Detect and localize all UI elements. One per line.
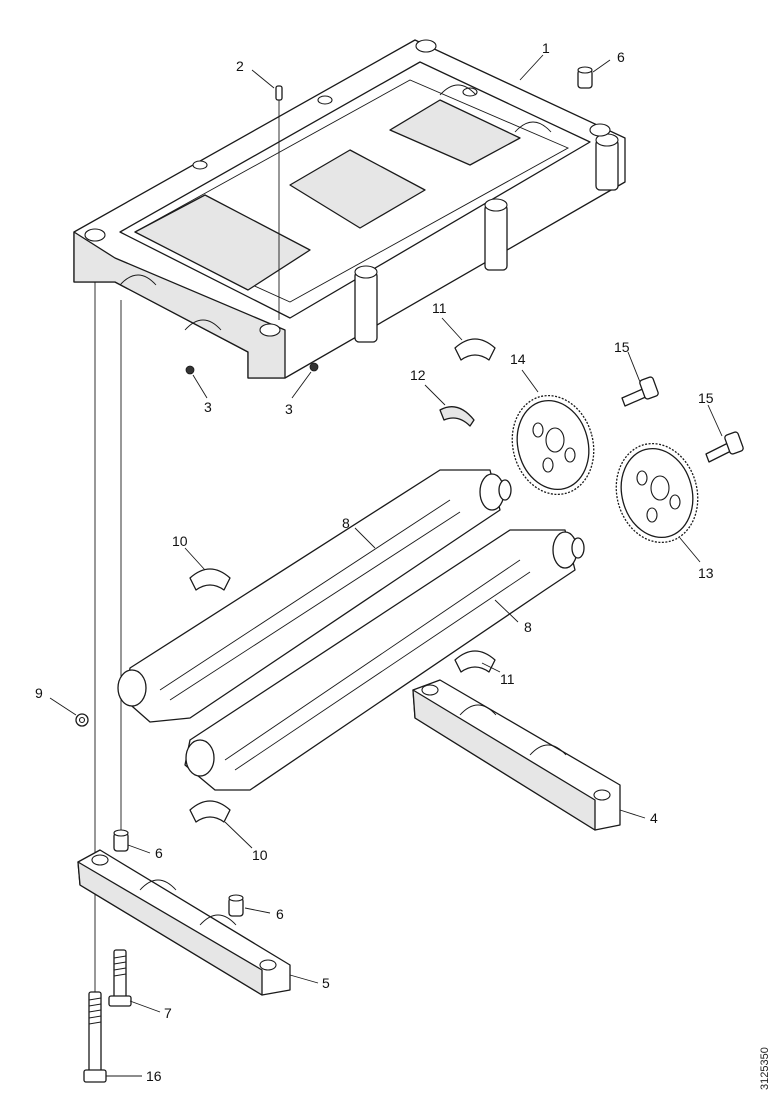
- nut-part: [185, 362, 319, 375]
- callout-11: 11: [432, 300, 447, 316]
- callout-3: 3: [204, 399, 212, 415]
- callout-6: 6: [276, 906, 284, 922]
- balance-shaft-part: [117, 469, 585, 791]
- callout-10: 10: [252, 847, 268, 863]
- callout-14: 14: [510, 351, 526, 367]
- callout-16: 16: [146, 1068, 162, 1084]
- callout-15: 15: [698, 390, 714, 406]
- callout-12: 12: [410, 367, 426, 383]
- callout-6: 6: [155, 845, 163, 861]
- callout-2: 2: [236, 58, 244, 74]
- callout-15: 15: [614, 339, 630, 355]
- callout-5: 5: [322, 975, 330, 991]
- callout-9: 9: [35, 685, 43, 701]
- callout-8: 8: [524, 619, 532, 635]
- callout-6: 6: [617, 49, 625, 65]
- callout-10: 10: [172, 533, 188, 549]
- callout-labels: 1 2 6 3 3 11 12 14 15 15 13 8 8 10 11 9 …: [35, 40, 714, 1084]
- callout-3: 3: [285, 401, 293, 417]
- callout-1: 1: [542, 40, 550, 56]
- bearing-shell-part: [189, 338, 496, 823]
- bearing-cap-part: [77, 849, 291, 996]
- bearing-cap-part: [412, 679, 621, 831]
- pin-part: [275, 85, 283, 101]
- nut-part: [75, 713, 89, 727]
- callout-11: 11: [500, 671, 515, 687]
- gear-bolt-part: [621, 376, 744, 463]
- callout-4: 4: [650, 810, 658, 826]
- leader-lines: [49, 54, 723, 1077]
- upper-frame-part: [73, 39, 626, 379]
- gear-part: [511, 394, 699, 544]
- callout-7: 7: [164, 1005, 172, 1021]
- callout-8: 8: [342, 515, 350, 531]
- dowel-sleeve-part: [113, 66, 593, 917]
- figure-id: 3125350: [759, 1047, 771, 1090]
- cap-bolt-part: [83, 949, 132, 1083]
- callout-13: 13: [698, 565, 714, 581]
